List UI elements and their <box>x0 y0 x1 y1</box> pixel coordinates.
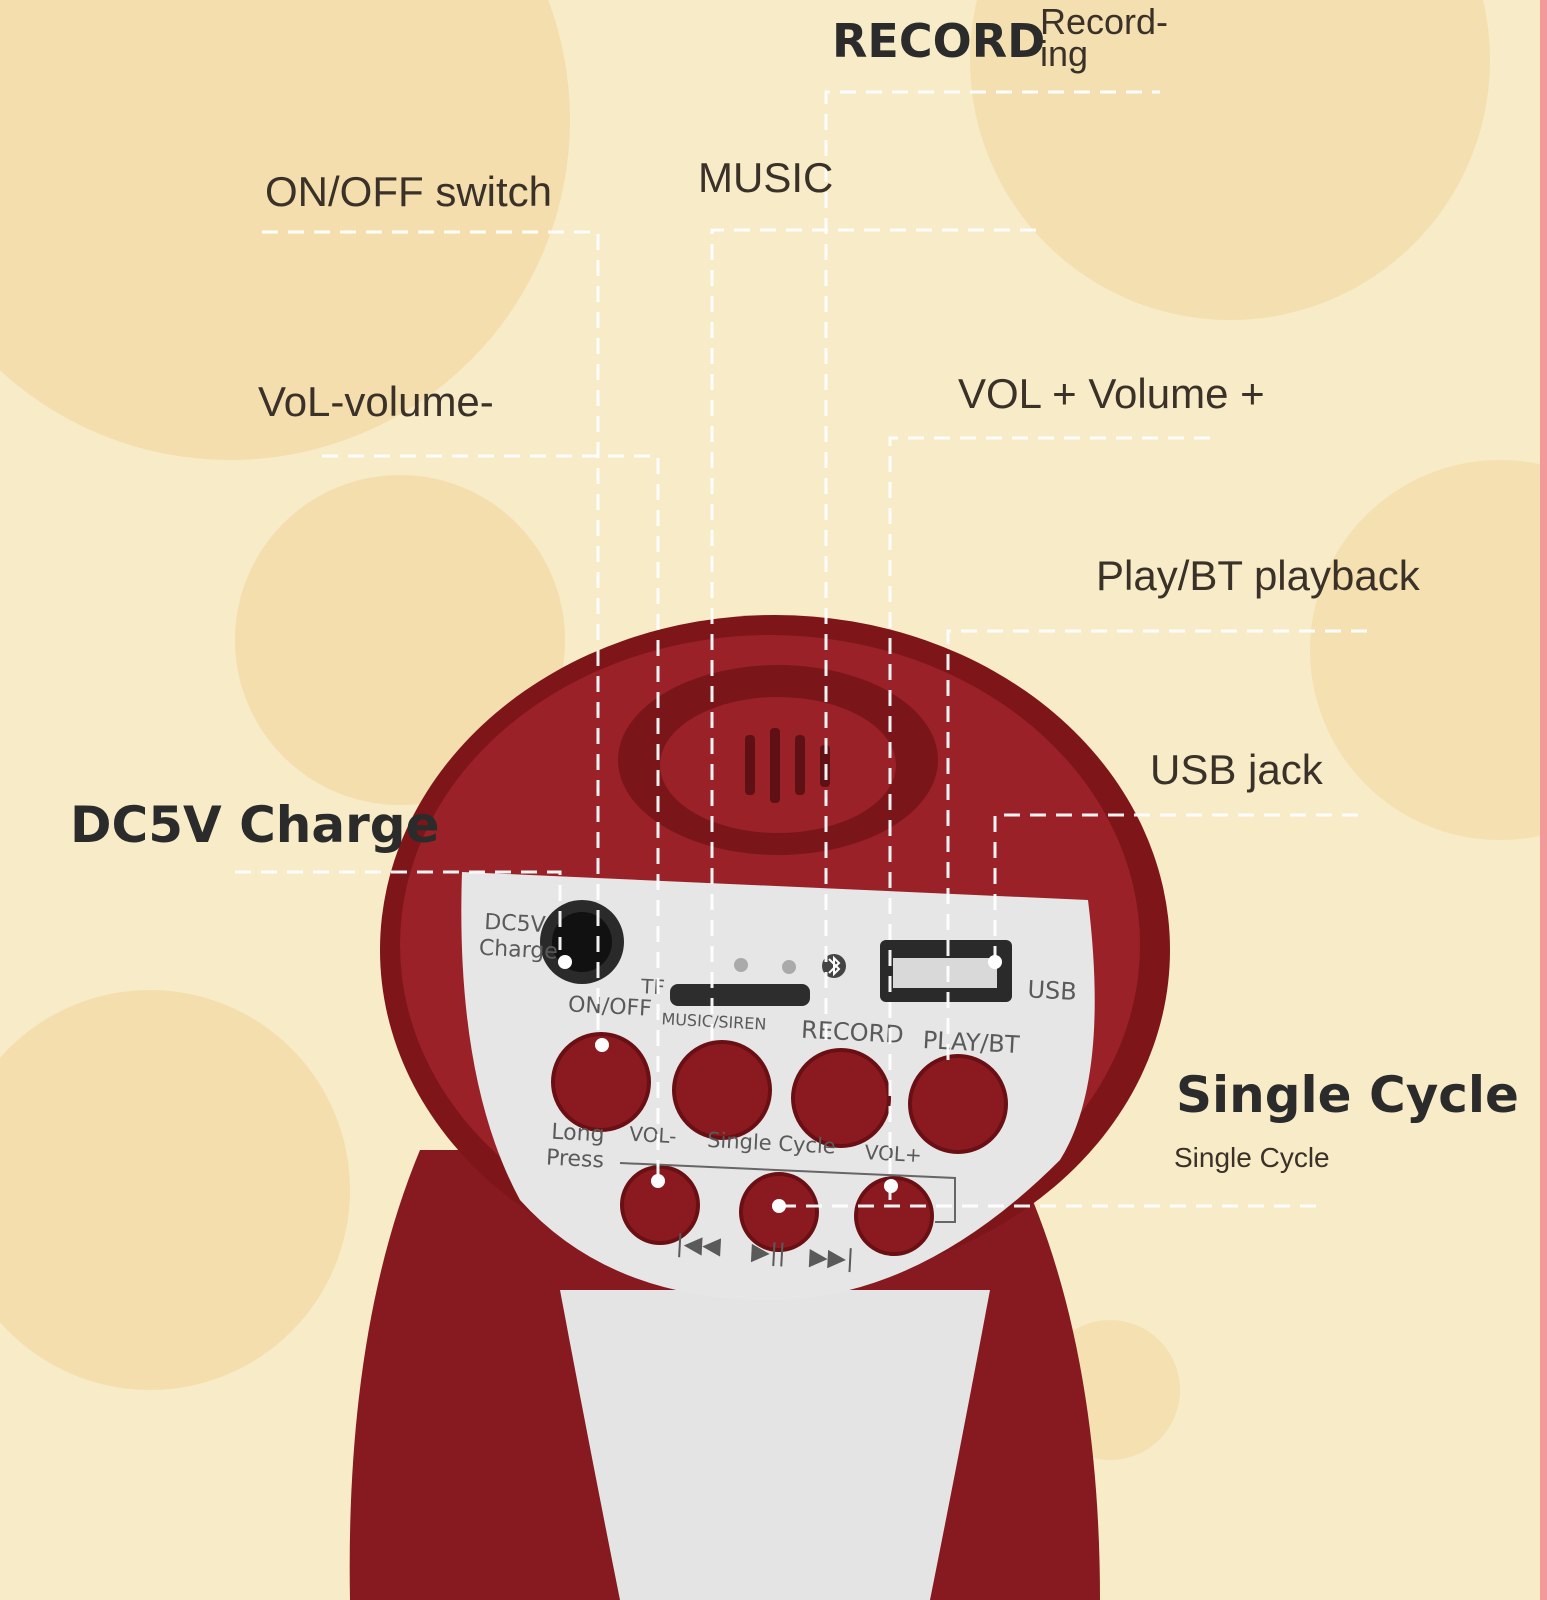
on-off-button[interactable] <box>551 1032 651 1132</box>
music-siren-button[interactable] <box>672 1040 772 1140</box>
panel-vol-plus: VOL+ <box>864 1140 922 1167</box>
vol-down-button[interactable] <box>620 1165 700 1245</box>
panel-vol-minus: VOL- <box>629 1122 677 1148</box>
callout-recording: Record- ing <box>1040 1 1169 74</box>
callout-record: RECORD <box>832 14 1046 68</box>
callout-volume-up: VOL + Volume + <box>958 370 1265 417</box>
panel-charge: Charge <box>478 936 558 965</box>
callout-music: MUSIC <box>698 154 834 201</box>
callout-recording-line1: Record- <box>1040 1 1169 42</box>
panel-record: RECORD <box>800 1016 904 1049</box>
play-pause-icon: ▶|| <box>751 1237 787 1267</box>
panel-dc5v: DC5V <box>484 910 547 938</box>
background-bubbles <box>0 0 1547 1460</box>
record-button[interactable] <box>791 1048 891 1148</box>
vol-up-button[interactable] <box>854 1176 934 1256</box>
panel-buttons <box>551 1032 1008 1256</box>
panel-usb: USB <box>1027 975 1078 1006</box>
indicator-led <box>782 960 796 974</box>
callout-usb-jack: USB jack <box>1150 746 1323 793</box>
right-edge-accent <box>1540 0 1547 1600</box>
indicator-led <box>734 958 748 972</box>
panel-tf: TF <box>640 974 666 999</box>
panel-press: Press <box>545 1145 604 1173</box>
bluetooth-icon <box>822 954 846 978</box>
callout-recording-line2: ing <box>1040 33 1089 74</box>
callout-single-cycle-small: Single Cycle <box>1174 1142 1330 1173</box>
leader-dots <box>558 955 1002 1213</box>
callout-volume-down: VoL-volume- <box>258 378 494 425</box>
panel-play-bt: PLAY/BT <box>922 1026 1020 1059</box>
panel-long: Long <box>551 1120 605 1148</box>
callout-on-off-switch: ON/OFF switch <box>265 168 553 215</box>
previous-track-icon: |◀◀ <box>675 1229 722 1259</box>
next-track-icon: ▶▶| <box>809 1242 855 1272</box>
callout-play-bt: Play/BT playback <box>1096 552 1420 599</box>
callout-dc-charge: DC5V Charge <box>70 796 440 854</box>
speaker-grille-icon <box>745 728 830 803</box>
leader-lines <box>235 90 1374 1208</box>
callout-single-cycle: Single Cycle <box>1176 1066 1519 1124</box>
play-bt-button[interactable] <box>908 1054 1008 1154</box>
panel-printed-text: DC5V Charge TF USB ON/OFF MUSIC/SIREN RE… <box>478 910 1078 1273</box>
tf-card-slot <box>670 984 810 1006</box>
panel-on-off: ON/OFF <box>567 992 652 1021</box>
